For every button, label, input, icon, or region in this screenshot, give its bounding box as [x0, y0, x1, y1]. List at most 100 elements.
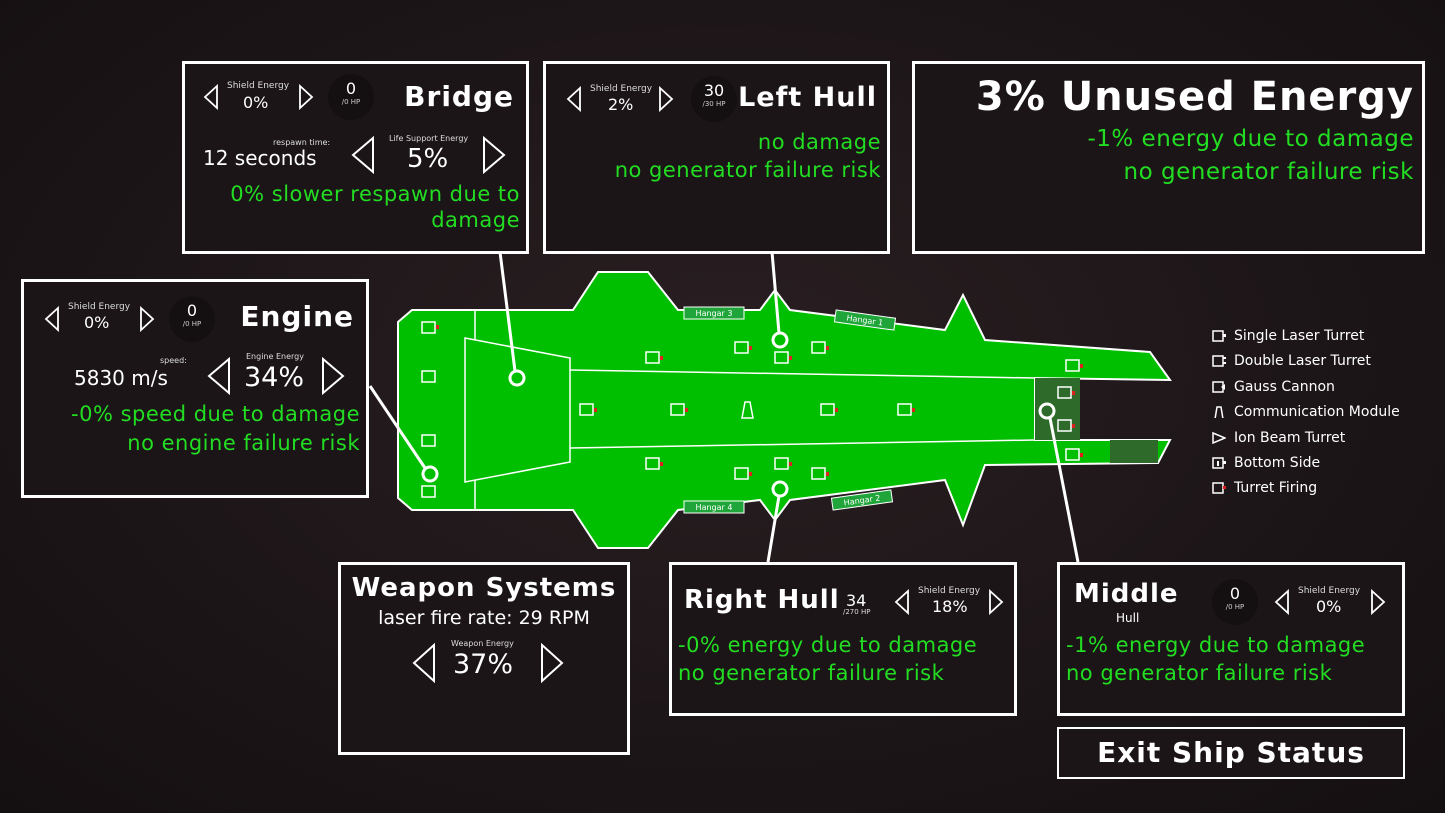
- bridge-section[interactable]: [464, 337, 571, 483]
- unused-energy-panel: 3% Unused Energy -1% energy due to damag…: [912, 61, 1425, 254]
- gauss-cannon-icon: [1212, 381, 1225, 393]
- hangar-labels: Hangar 3 Hangar 4 Hangar 1 Hangar 2: [683, 306, 897, 514]
- bottom-side-icon: [1212, 457, 1226, 469]
- left-hull-hp-max: /30 HP: [702, 100, 726, 108]
- bridge-shield-decrease-button[interactable]: [203, 84, 219, 110]
- legend-firing-label: Turret Firing: [1234, 480, 1318, 496]
- left-hull-title: Left Hull: [738, 82, 877, 113]
- hangar-3-label: Hangar 3: [696, 309, 733, 318]
- engine-energy-label: Engine Energy: [246, 352, 304, 361]
- middle-hull-hp-max: /0 HP: [1225, 603, 1245, 611]
- right-hull-hp-value: 34: [846, 591, 867, 610]
- double-laser-turret-icon: [1212, 355, 1226, 367]
- legend-bottom-label: Bottom Side: [1234, 455, 1321, 471]
- right-hull-hp-max: /270 HP: [843, 608, 871, 616]
- bridge-life-support-label: Life Support Energy: [389, 134, 469, 143]
- left-hull-panel: Shield Energy 2% 30 /30 HP Left Hull no …: [543, 61, 890, 254]
- bridge-life-support-increase-button[interactable]: [481, 136, 507, 174]
- right-hull-marker[interactable]: [771, 480, 789, 498]
- bridge-status-line-2: damage: [431, 208, 520, 232]
- hangar-4-label: Hangar 4: [696, 503, 733, 512]
- middle-hull-shield-label: Shield Energy: [1298, 586, 1361, 596]
- middle-hull-status-line-1: -1% energy due to damage: [1066, 633, 1366, 657]
- engine-shield-label: Shield Energy: [68, 302, 131, 312]
- left-hull-marker[interactable]: [771, 331, 789, 349]
- engine-shield-decrease-button[interactable]: [44, 306, 60, 332]
- bridge-life-support-decrease-button[interactable]: [350, 136, 376, 174]
- right-hull-status-line-1: -0% energy due to damage: [678, 633, 978, 657]
- bridge-respawn-value: 12 seconds: [203, 146, 317, 170]
- middle-hull-subtitle: Hull: [1116, 611, 1140, 625]
- middle-hull-panel: Middle Hull 0 /0 HP Shield Energy 0% -1%…: [1057, 562, 1405, 716]
- right-hull-shield-increase-button[interactable]: [988, 589, 1004, 615]
- right-hull-shield-value: 18%: [932, 597, 968, 616]
- engine-title: Engine: [240, 300, 354, 333]
- weapon-energy-decrease-button[interactable]: [411, 643, 437, 683]
- right-hull-panel: Right Hull 34 /270 HP Shield Energy 18% …: [669, 562, 1017, 716]
- engine-shield-value: 0%: [84, 313, 110, 332]
- middle-hull-shield-decrease-button[interactable]: [1274, 589, 1290, 615]
- bridge-marker[interactable]: [508, 369, 526, 387]
- middle-hull-title: Middle: [1074, 579, 1179, 609]
- bridge-hp-max: /0 HP: [341, 98, 361, 106]
- middle-hull-marker[interactable]: [1038, 402, 1056, 420]
- right-hull-shield-label: Shield Energy: [918, 586, 981, 596]
- ion-beam-turret-icon: [1212, 432, 1226, 444]
- middle-hull-shield-increase-button[interactable]: [1370, 589, 1386, 615]
- exit-ship-status-button[interactable]: Exit Ship Status: [1057, 727, 1405, 779]
- engine-energy-decrease-button[interactable]: [206, 357, 232, 395]
- engine-hp-indicator: 0 /0 HP: [169, 296, 215, 342]
- legend-firing: Turret Firing: [1212, 480, 1317, 496]
- bridge-shield-label: Shield Energy: [227, 81, 290, 91]
- legend-comm-label: Communication Module: [1234, 404, 1400, 420]
- bridge-panel: Shield Energy 0% 0 /0 HP Bridge respawn …: [182, 61, 529, 254]
- bridge-respawn-label: respawn time:: [273, 138, 331, 147]
- weapon-fire-rate: laser fire rate: 29 RPM: [378, 607, 590, 629]
- engine-speed-value: 5830 m/s: [74, 366, 168, 390]
- legend-double-laser: Double Laser Turret: [1212, 353, 1371, 369]
- middle-hull-hp-value: 0: [1229, 584, 1241, 603]
- engine-hp-value: 0: [186, 301, 198, 320]
- right-hull-shield-decrease-button[interactable]: [894, 589, 910, 615]
- single-laser-turret-icon: [1212, 330, 1226, 342]
- bridge-title: Bridge: [404, 80, 514, 113]
- bridge-shield-increase-button[interactable]: [298, 84, 314, 110]
- bridge-status-line-1: 0% slower respawn due to: [230, 182, 520, 206]
- unused-energy-title: 3% Unused Energy: [975, 74, 1414, 120]
- left-hull-shield-value: 2%: [608, 95, 634, 114]
- weapon-systems-title: Weapon Systems: [351, 573, 617, 603]
- turret-icons: [421, 321, 1080, 498]
- legend-single-laser: Single Laser Turret: [1212, 328, 1364, 344]
- engine-shield-increase-button[interactable]: [139, 306, 155, 332]
- bridge-hp-value: 0: [345, 79, 357, 98]
- unused-energy-status-line-2: no generator failure risk: [1123, 159, 1414, 185]
- communication-module-icon: [741, 401, 754, 419]
- legend-double-laser-label: Double Laser Turret: [1234, 353, 1371, 369]
- middle-hull-status-line-2: no generator failure risk: [1066, 661, 1333, 685]
- engine-status-line-2: no engine failure risk: [127, 431, 360, 455]
- legend-single-laser-label: Single Laser Turret: [1234, 328, 1365, 344]
- weapon-energy-value: 37%: [453, 649, 514, 680]
- left-hull-shield-label: Shield Energy: [590, 84, 653, 94]
- engine-panel: Shield Energy 0% 0 /0 HP Engine speed: 5…: [21, 279, 369, 498]
- legend-gauss: Gauss Cannon: [1212, 379, 1335, 395]
- engine-hp-max: /0 HP: [182, 320, 202, 328]
- bridge-hp-indicator: 0 /0 HP: [328, 74, 374, 120]
- communication-module-legend-icon: [1214, 406, 1224, 418]
- legend-bottom: Bottom Side: [1212, 455, 1320, 471]
- left-hull-shield-increase-button[interactable]: [658, 86, 674, 112]
- engine-marker[interactable]: [421, 465, 439, 483]
- bridge-life-support-value: 5%: [407, 144, 449, 174]
- left-hull-hp-indicator: 30 /30 HP: [691, 76, 737, 122]
- legend-gauss-label: Gauss Cannon: [1234, 379, 1335, 395]
- engine-energy-value: 34%: [244, 362, 305, 393]
- bridge-shield-value: 0%: [243, 93, 269, 112]
- legend-ion-label: Ion Beam Turret: [1234, 430, 1346, 446]
- right-hull-status-line-2: no generator failure risk: [678, 661, 945, 685]
- engine-energy-increase-button[interactable]: [320, 357, 346, 395]
- legend-comm: Communication Module: [1212, 404, 1400, 420]
- weapon-systems-panel: Weapon Systems laser fire rate: 29 RPM W…: [338, 562, 630, 755]
- left-hull-shield-decrease-button[interactable]: [566, 86, 582, 112]
- weapon-energy-increase-button[interactable]: [539, 643, 565, 683]
